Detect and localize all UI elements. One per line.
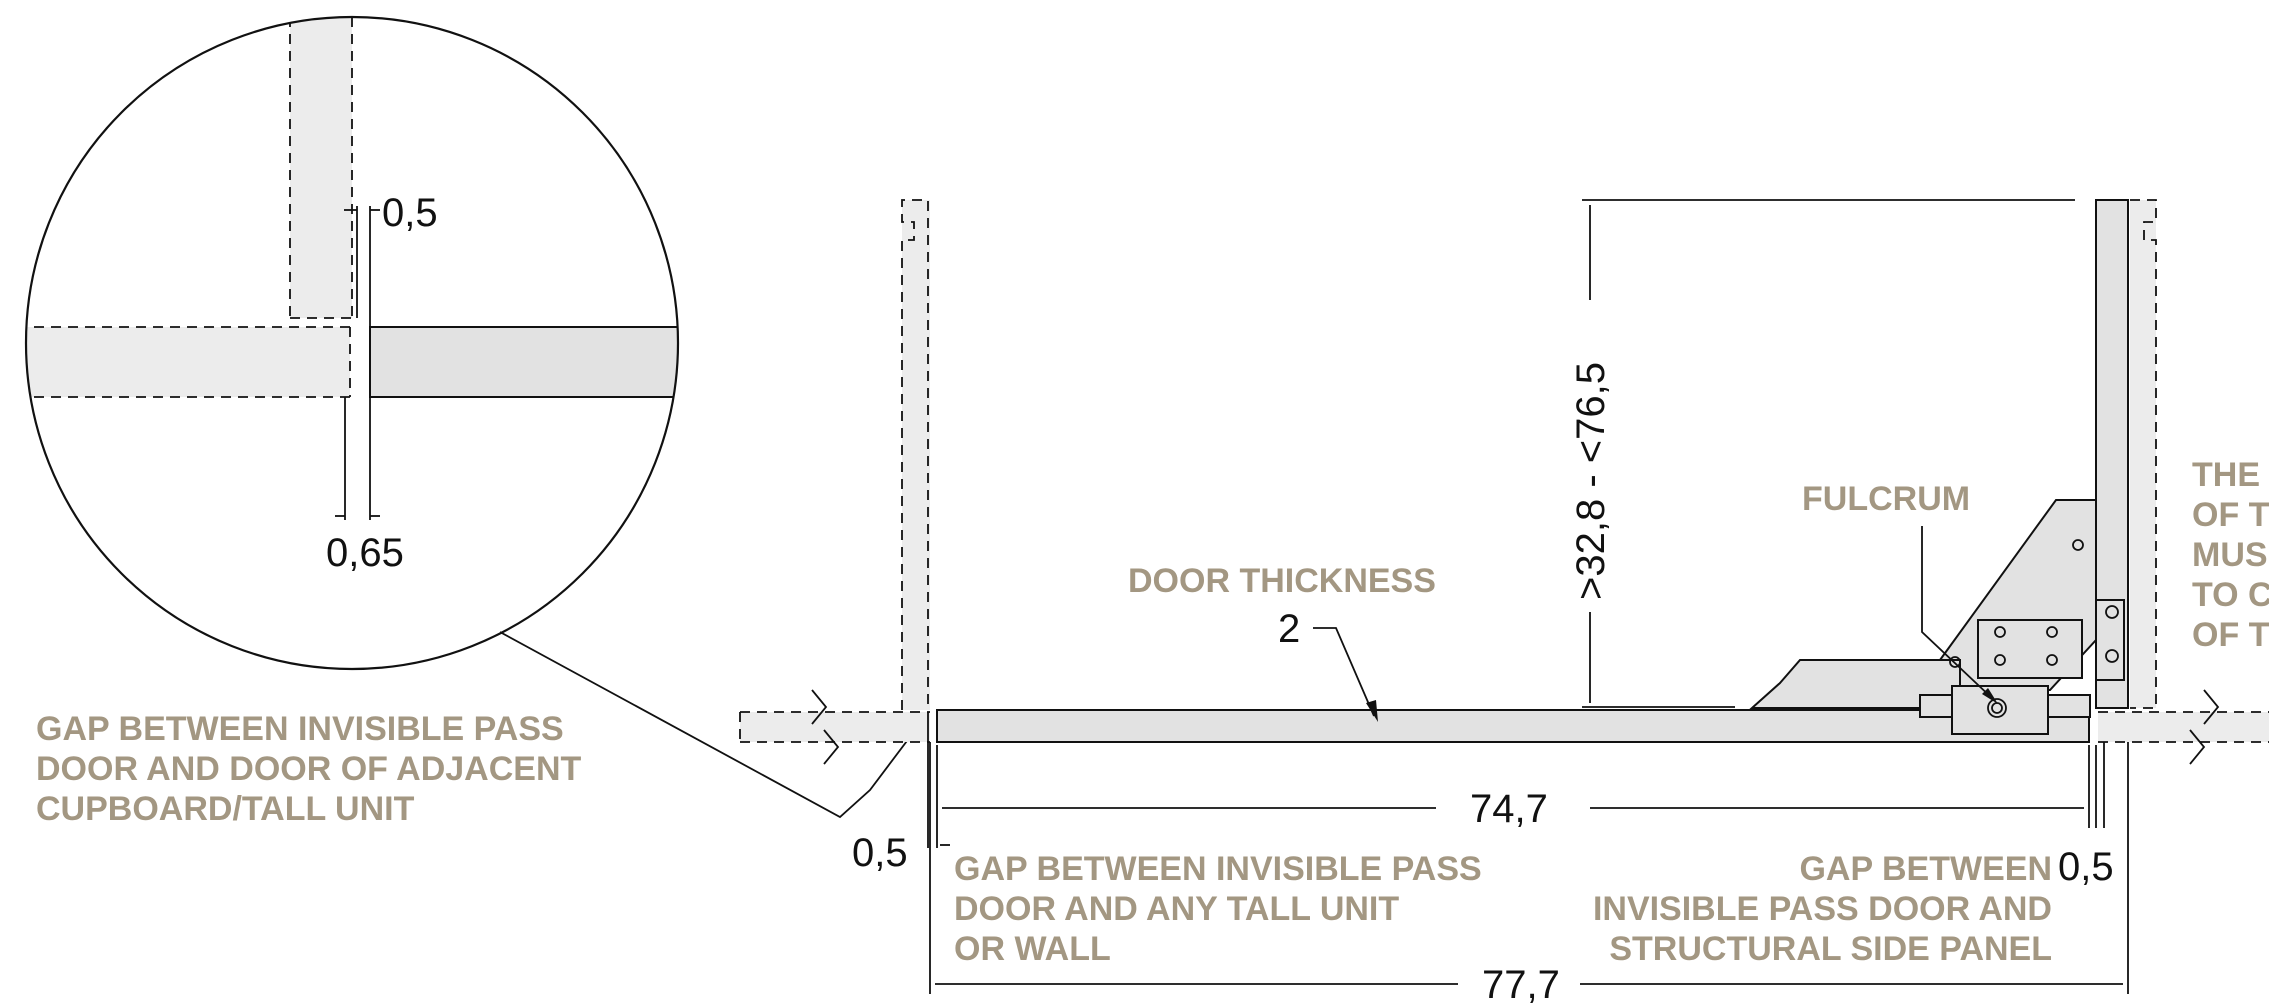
detail-bottom-gap-value: 0,65 <box>326 531 404 575</box>
svg-text:GAP BETWEEN INVISIBLE PASS: GAP BETWEEN INVISIBLE PASS <box>954 850 1482 888</box>
hinge-mechanism <box>1749 499 2125 735</box>
svg-text:GAP BETWEEN: GAP BETWEEN <box>1799 850 2052 888</box>
pass-door-panel <box>936 709 2090 743</box>
fulcrum-leader <box>1921 526 1995 701</box>
door-thickness-value: 2 <box>1278 607 1300 651</box>
svg-text:MUS: MUS <box>2192 536 2268 574</box>
svg-text:DOOR AND DOOR OF ADJACENT: DOOR AND DOOR OF ADJACENT <box>36 750 581 788</box>
clearance-dimension <box>1582 199 2075 708</box>
svg-text:CUPBOARD/TALL UNIT: CUPBOARD/TALL UNIT <box>36 790 415 828</box>
detail-magnifier: 0,5 0,65 <box>24 15 680 671</box>
svg-text:OR WALL: OR WALL <box>954 930 1111 968</box>
fulcrum-label: FULCRUM <box>1802 480 1970 518</box>
svg-text:OF T: OF T <box>2192 616 2269 654</box>
svg-text:DOOR AND ANY TALL UNIT: DOOR AND ANY TALL UNIT <box>954 890 1399 928</box>
gap-structural-label: GAP BETWEEN INVISIBLE PASS DOOR AND STRU… <box>1593 850 2052 968</box>
svg-text:TO C: TO C <box>2192 576 2269 614</box>
left-gap-value: 0,5 <box>852 831 908 875</box>
left-adjacent-unit <box>901 199 930 710</box>
left-adjacent-door <box>739 689 930 765</box>
clearance-range-value: >32,8 - <76,5 <box>1569 362 1613 600</box>
door-thickness-leader <box>1313 627 1375 717</box>
door-width-dimension <box>936 745 2090 848</box>
svg-text:OF T: OF T <box>2192 496 2269 534</box>
door-thickness-label: DOOR THICKNESS <box>1128 562 1436 600</box>
right-adjacent-door <box>2098 689 2269 765</box>
door-width-value: 74,7 <box>1470 787 1548 831</box>
detail-leader-line <box>499 631 926 819</box>
svg-text:GAP BETWEEN INVISIBLE PASS: GAP BETWEEN INVISIBLE PASS <box>36 710 564 748</box>
overall-width-dimension <box>929 742 2129 994</box>
svg-text:THE: THE <box>2192 456 2260 494</box>
detail-top-gap-value: 0,5 <box>382 191 438 235</box>
gap-adjacent-label: GAP BETWEEN INVISIBLE PASS DOOR AND DOOR… <box>36 710 581 828</box>
right-gap-value: 0,5 <box>2058 845 2114 889</box>
overall-width-value: 77,7 <box>1482 963 1560 1004</box>
gap-tall-unit-label: GAP BETWEEN INVISIBLE PASS DOOR AND ANY … <box>954 850 1482 968</box>
svg-text:STRUCTURAL SIDE PANEL: STRUCTURAL SIDE PANEL <box>1609 930 2052 968</box>
svg-text:INVISIBLE PASS DOOR AND: INVISIBLE PASS DOOR AND <box>1593 890 2052 928</box>
right-edge-note: THE OF T MUS TO C OF T <box>2192 456 2269 654</box>
